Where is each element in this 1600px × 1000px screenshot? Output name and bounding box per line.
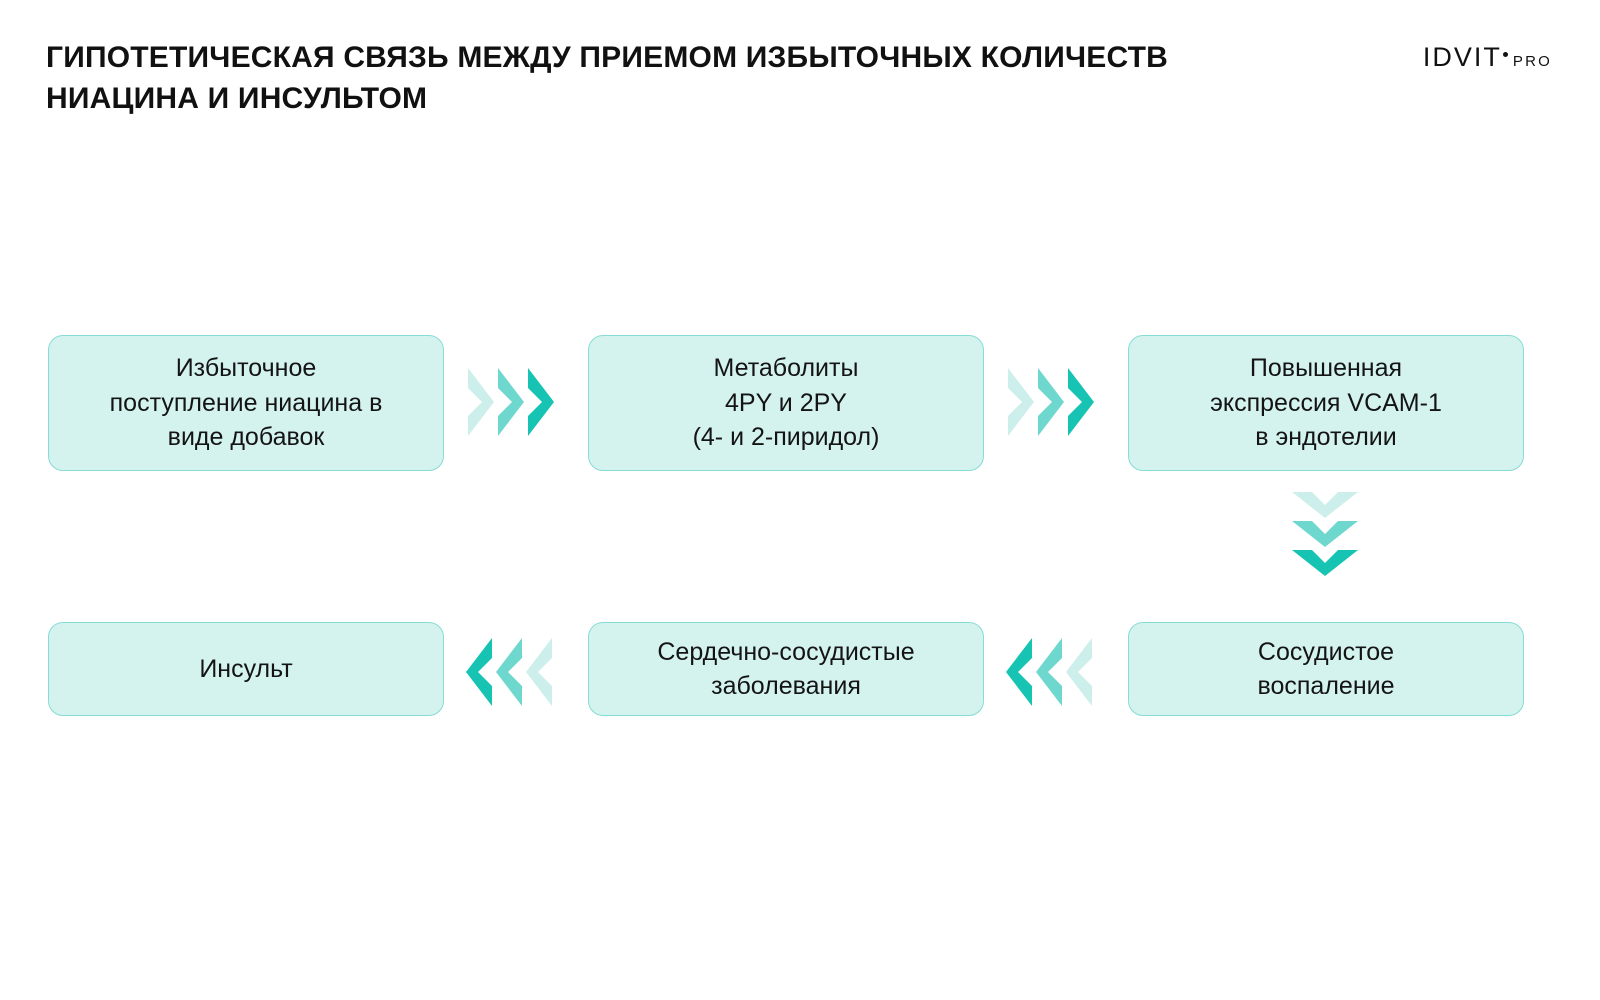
page-title: ГИПОТЕТИЧЕСКАЯ СВЯЗЬ МЕЖДУ ПРИЕМОМ ИЗБЫТ… bbox=[46, 41, 1168, 115]
flow-node-vascular-inflammation: Сосудистое воспаление bbox=[1128, 622, 1524, 716]
flow-node-cardiovascular-disease: Сердечно-сосудистые заболевания bbox=[588, 622, 984, 716]
chevron-left-icon bbox=[466, 638, 492, 706]
chevron-down-icon bbox=[1292, 521, 1358, 547]
flow-node-metabolites-4py-2py: Метаболиты 4PY и 2PY (4- и 2-пиридол) bbox=[588, 335, 984, 471]
chevron-left-icon bbox=[1066, 638, 1092, 706]
connector-arrow-excess-niacin-to-metabolites: right bbox=[468, 368, 554, 436]
chevron-left-icon bbox=[496, 638, 522, 706]
flow-node-stroke: Инсульт bbox=[48, 622, 444, 716]
connector-arrow-cvd-to-stroke: left bbox=[466, 638, 552, 706]
chevron-right-icon bbox=[528, 368, 554, 436]
flow-node-excess-niacin-intake: Избыточное поступление ниацина в виде до… bbox=[48, 335, 444, 471]
chevron-left-icon bbox=[1006, 638, 1032, 706]
brand-logo: IDVIT PRO bbox=[1423, 44, 1552, 71]
chevron-right-icon bbox=[468, 368, 494, 436]
brand-logo-main: IDVIT bbox=[1422, 42, 1502, 72]
chevron-down-icon bbox=[1292, 550, 1358, 576]
chevron-down-icon bbox=[1292, 492, 1358, 518]
brand-logo-dot-icon bbox=[1502, 52, 1508, 57]
chevron-right-icon bbox=[1038, 368, 1064, 436]
flow-node-vcam1-expression: Повышенная экспрессия VCAM-1 в эндотелии bbox=[1128, 335, 1524, 471]
connector-arrow-metabolites-to-vcam1: right bbox=[1008, 368, 1094, 436]
brand-logo-suffix: PRO bbox=[1512, 53, 1552, 70]
chevron-left-icon bbox=[526, 638, 552, 706]
chevron-left-icon bbox=[1036, 638, 1062, 706]
chevron-right-icon bbox=[1068, 368, 1094, 436]
connector-arrow-vascular-inflammation-to-cvd: left bbox=[1006, 638, 1092, 706]
connector-arrow-vcam1-to-vascular-inflammation: down bbox=[1292, 492, 1358, 576]
chevron-right-icon bbox=[498, 368, 524, 436]
chevron-right-icon bbox=[1008, 368, 1034, 436]
